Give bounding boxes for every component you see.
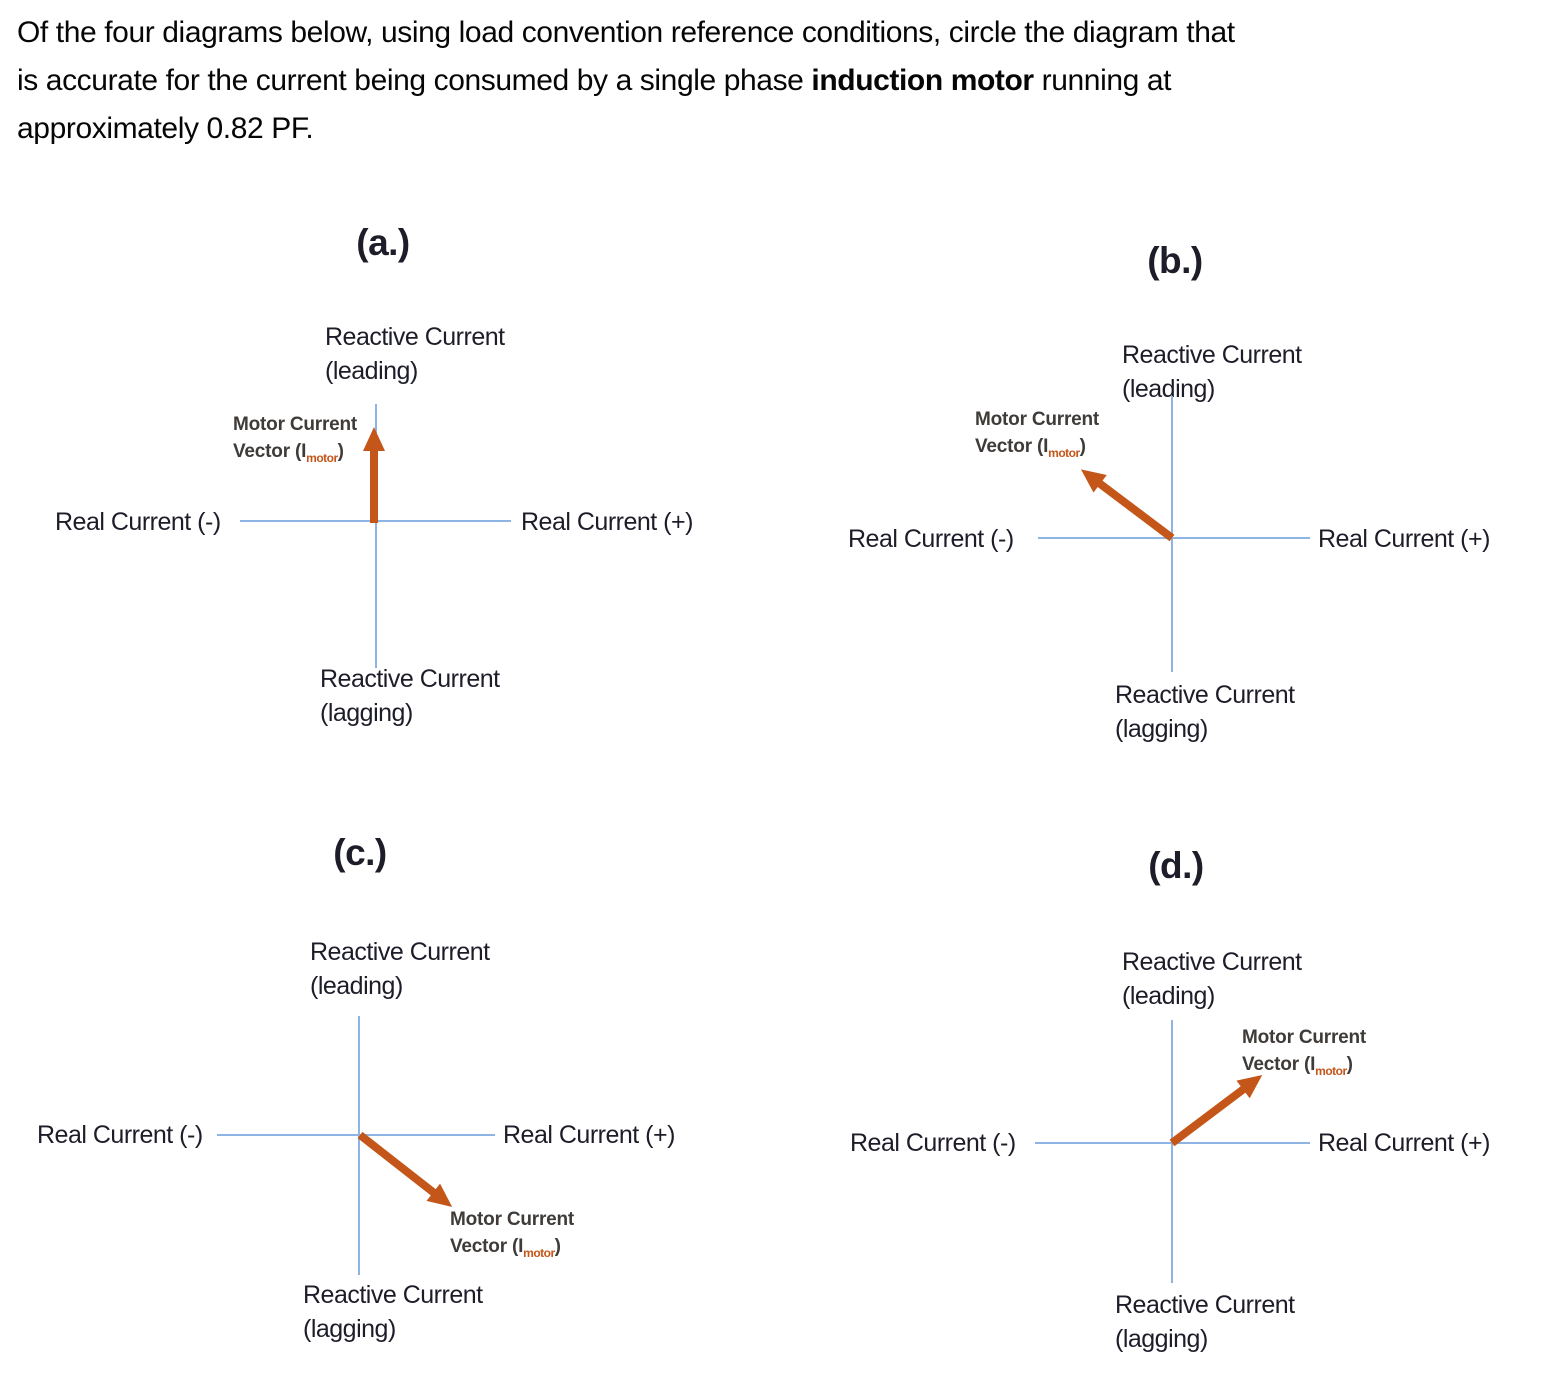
diagram-b-title: (b.) xyxy=(1147,240,1203,281)
label-line: (lagging) xyxy=(1115,1325,1208,1353)
diagram-b-real-positive-label: Real Current (+) xyxy=(1318,525,1490,553)
diagram-c-real-negative-label: Real Current (-) xyxy=(37,1121,203,1149)
label-line: Motor Current xyxy=(450,1209,575,1230)
diagram-b-motor-vector-label: Motor Current Vector (Imotor) xyxy=(975,406,1099,467)
question-line-2: is accurate for the current being consum… xyxy=(17,57,1517,105)
motor-subscript: motor xyxy=(1048,446,1080,460)
diagram-b-vertical-axis xyxy=(1171,396,1173,672)
diagram-d-reactive-leading-label: Reactive Current (leading) xyxy=(1122,945,1302,1013)
motor-current-vector-arrow-b xyxy=(1080,469,1175,542)
diagram-a-real-positive-label: Real Current (+) xyxy=(521,508,693,536)
label-line: Reactive Current xyxy=(1122,948,1302,976)
label-line: Reactive Current xyxy=(320,665,500,693)
diagram-a-horizontal-axis xyxy=(240,520,511,522)
label-line: Motor Current xyxy=(1242,1027,1367,1048)
label-line: (leading) xyxy=(310,972,403,1000)
label-line: (leading) xyxy=(1122,375,1215,403)
diagram-a-real-negative-label: Real Current (-) xyxy=(55,508,221,536)
diagram-d-real-negative-label: Real Current (-) xyxy=(850,1129,1016,1157)
label-line: (leading) xyxy=(325,357,418,385)
diagram-d-vertical-axis xyxy=(1171,1020,1173,1283)
diagram-c-real-positive-label: Real Current (+) xyxy=(503,1121,675,1149)
diagram-d-title: (d.) xyxy=(1148,845,1204,886)
question-text: Of the four diagrams below, using load c… xyxy=(17,9,1517,153)
motor-subscript: motor xyxy=(1315,1064,1347,1078)
diagram-a-reactive-lagging-label: Reactive Current (lagging) xyxy=(320,662,500,730)
motor-current-vector-arrow-a xyxy=(363,427,385,523)
diagram-b-reactive-lagging-label: Reactive Current (lagging) xyxy=(1115,678,1295,746)
label-line: (lagging) xyxy=(303,1315,396,1343)
label-line: (lagging) xyxy=(320,699,413,727)
diagram-c-motor-vector-label: Motor Current Vector (Imotor) xyxy=(450,1206,574,1267)
motor-current-vector-arrow-d xyxy=(1169,1074,1263,1147)
diagram-d-reactive-lagging-label: Reactive Current (lagging) xyxy=(1115,1288,1295,1356)
label-line: Reactive Current xyxy=(310,938,490,966)
label-line: Vector (Imotor) xyxy=(450,1236,561,1260)
question-line-2-pre: is accurate for the current being consum… xyxy=(17,64,812,97)
diagram-d-horizontal-axis xyxy=(1035,1142,1310,1144)
label-line: Reactive Current xyxy=(1122,341,1302,369)
diagram-b-horizontal-axis xyxy=(1038,537,1310,539)
diagram-c-title: (c.) xyxy=(333,832,387,873)
diagram-d-motor-vector-label: Motor Current Vector (Imotor) xyxy=(1242,1024,1366,1085)
label-line: Reactive Current xyxy=(1115,681,1295,709)
diagram-d-real-positive-label: Real Current (+) xyxy=(1318,1129,1490,1157)
diagram-a-title: (a.) xyxy=(356,222,410,263)
label-line: Motor Current xyxy=(233,414,358,435)
question-line-3: approximately 0.82 PF. xyxy=(17,112,314,145)
question-line-1: Of the four diagrams below, using load c… xyxy=(17,16,1235,49)
label-line: Motor Current xyxy=(975,409,1100,430)
diagram-c-vertical-axis xyxy=(358,1016,360,1275)
diagram-c-horizontal-axis xyxy=(217,1134,495,1136)
diagram-c-reactive-lagging-label: Reactive Current (lagging) xyxy=(303,1278,483,1346)
label-line: Reactive Current xyxy=(303,1281,483,1309)
question-line-2-post: running at xyxy=(1033,64,1172,97)
motor-current-vector-arrow-c xyxy=(357,1131,453,1208)
label-line: Vector (Imotor) xyxy=(1242,1054,1353,1078)
motor-subscript: motor xyxy=(523,1246,555,1260)
label-line: (lagging) xyxy=(1115,715,1208,743)
label-line: Vector (Imotor) xyxy=(233,441,344,465)
diagram-a-vertical-axis xyxy=(375,404,377,668)
motor-subscript: motor xyxy=(306,451,338,465)
label-line: Reactive Current xyxy=(325,323,505,351)
label-line: (leading) xyxy=(1122,982,1215,1010)
diagram-c-reactive-leading-label: Reactive Current (leading) xyxy=(310,935,490,1003)
label-line: Reactive Current xyxy=(1115,1291,1295,1319)
diagram-b-reactive-leading-label: Reactive Current (leading) xyxy=(1122,338,1302,406)
question-line-2-bold: induction motor xyxy=(811,64,1034,97)
label-line: Vector (Imotor) xyxy=(975,436,1086,460)
diagram-b-real-negative-label: Real Current (-) xyxy=(848,525,1014,553)
diagram-a-reactive-leading-label: Reactive Current (leading) xyxy=(325,320,505,388)
diagram-a-motor-vector-label: Motor Current Vector (Imotor) xyxy=(233,411,357,472)
